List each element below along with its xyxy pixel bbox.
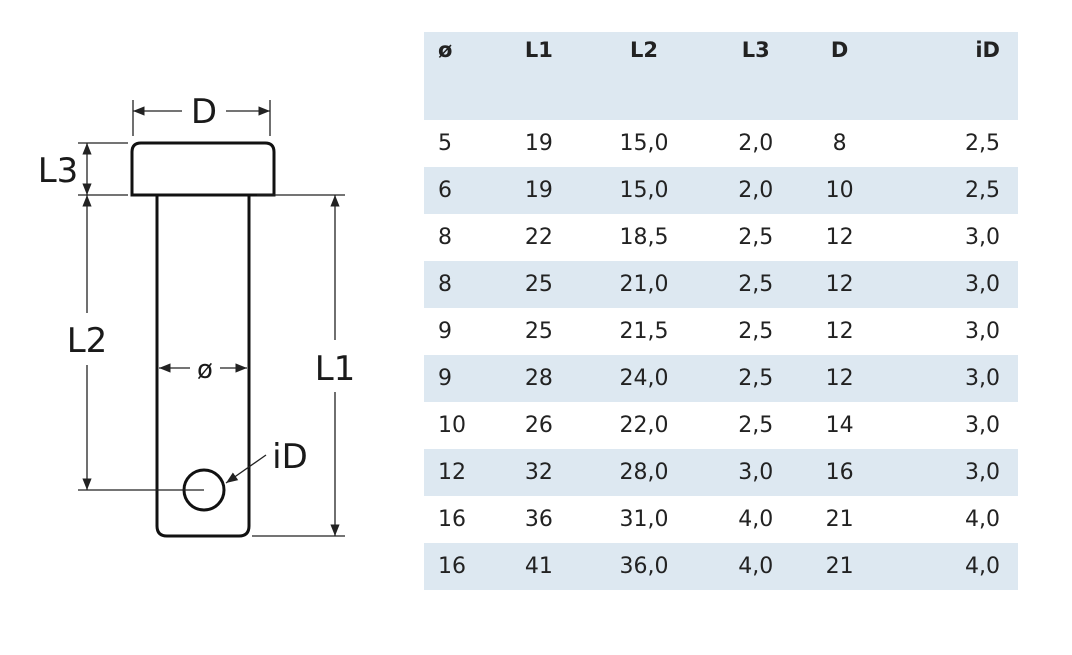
header-l3: L3: [709, 32, 803, 120]
table-cell: 4,0: [709, 543, 803, 590]
table-cell: 10: [802, 167, 877, 214]
table-cell: 9: [438, 319, 452, 344]
table-cell: 2,5: [709, 261, 803, 308]
label-diameter: ø: [197, 355, 213, 385]
table-cell: 3,0: [876, 449, 1018, 496]
table-cell: 3,0: [965, 225, 1000, 250]
table-cell: 12: [802, 261, 877, 308]
table-row: 9 25 21,5 2,5 12 3,0: [424, 308, 1018, 355]
table-cell: 28,0: [578, 449, 710, 496]
table-cell: 31,0: [619, 507, 669, 532]
clevis-pin-drawing: D L3 L2 L1 ø iD: [38, 92, 356, 538]
table-cell: 41: [499, 543, 579, 590]
header-l1: L1: [499, 32, 579, 120]
table-cell: 26: [524, 413, 553, 438]
table-cell: 21: [825, 507, 854, 532]
table-cell: 36,0: [578, 543, 710, 590]
table-cell: 3,0: [876, 261, 1018, 308]
table-cell: 2,5: [709, 355, 803, 402]
table-row: 10 26 22,0 2,5 14 3,0: [424, 402, 1018, 449]
pin-shank: [155, 195, 251, 538]
table-cell: 28: [499, 355, 579, 402]
table-cell: 2,5: [738, 319, 774, 344]
table-cell: 25: [524, 319, 553, 344]
table-cell: 14: [825, 413, 854, 438]
header-l2: L2: [578, 32, 710, 120]
table-cell: 36: [524, 507, 553, 532]
table-row: 16 36 31,0 4,0 21 4,0: [424, 496, 1018, 543]
table-cell: 8: [438, 225, 452, 250]
table-cell: 2,5: [738, 413, 774, 438]
table-cell: 8: [832, 131, 847, 156]
label-id: iD: [272, 437, 308, 477]
table-cell: 3,0: [876, 355, 1018, 402]
table-cell: 32: [499, 449, 579, 496]
label-l3: L3: [38, 151, 79, 191]
pin-head: [130, 141, 276, 197]
table-cell: 2,0: [738, 131, 774, 156]
table-cell: 8: [424, 261, 499, 308]
table-cell: 6: [424, 167, 499, 214]
table-cell: 2,5: [876, 167, 1018, 214]
table-cell: 24,0: [578, 355, 710, 402]
table-cell: 12: [825, 319, 854, 344]
table-cell: 2,0: [709, 167, 803, 214]
table-cell: 15,0: [578, 167, 710, 214]
table-cell: 4,0: [965, 507, 1000, 532]
table-cell: 21,5: [619, 319, 669, 344]
table-cell: 15,0: [619, 131, 669, 156]
table-cell: 12: [802, 355, 877, 402]
table-cell: 16: [438, 507, 466, 532]
label-l1: L1: [315, 349, 356, 389]
label-d: D: [191, 92, 217, 132]
label-l2: L2: [67, 321, 108, 361]
table-cell: 22,0: [619, 413, 669, 438]
table-cell: 4,0: [876, 543, 1018, 590]
table-header-row: ø L1 L2 L3 D iD: [424, 32, 1018, 120]
table-cell: 3,0: [709, 449, 803, 496]
table-cell: 9: [424, 355, 499, 402]
table-cell: 16: [802, 449, 877, 496]
table-cell: 10: [438, 413, 466, 438]
table-cell: 25: [499, 261, 579, 308]
table-cell: 21,0: [578, 261, 710, 308]
table-cell: 2,5: [738, 225, 774, 250]
header-d: D: [802, 32, 877, 120]
table-cell: 19: [524, 131, 553, 156]
table-cell: 2,5: [965, 131, 1000, 156]
table-row: 8 22 18,5 2,5 12 3,0: [424, 214, 1018, 261]
table-cell: 12: [825, 225, 854, 250]
table-cell: 21: [802, 543, 877, 590]
table-cell: 3,0: [965, 319, 1000, 344]
table-cell: 22: [524, 225, 553, 250]
header-diameter: ø: [424, 32, 499, 120]
header-id: iD: [876, 32, 1018, 120]
table-cell: 3,0: [965, 413, 1000, 438]
table-cell: 18,5: [619, 225, 669, 250]
table-row: 5 19 15,0 2,0 8 2,5: [424, 120, 1018, 167]
table-cell: 16: [424, 543, 499, 590]
table-cell: 4,0: [738, 507, 774, 532]
table-cell: 5: [438, 131, 452, 156]
table-cell: 12: [424, 449, 499, 496]
table-cell: 19: [499, 167, 579, 214]
